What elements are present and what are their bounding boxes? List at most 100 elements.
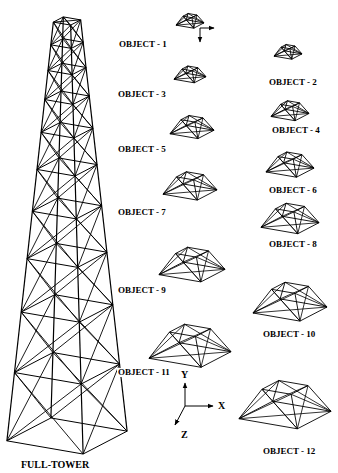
- lattice-member: [37, 169, 75, 176]
- lattice-member: [176, 177, 197, 200]
- lattice-member: [239, 380, 279, 418]
- lattice-member: [60, 63, 62, 91]
- lattice-member: [51, 25, 71, 45]
- lattice-member: [58, 158, 59, 198]
- lattice-member: [253, 313, 300, 321]
- lattice-member: [278, 157, 296, 178]
- lattice-member: [78, 206, 102, 268]
- lattice-member: [239, 389, 262, 418]
- lattice-member: [14, 373, 83, 454]
- lattice-member: [51, 22, 54, 45]
- lattice-member: [81, 305, 113, 384]
- lattice-member: [32, 211, 76, 219]
- lattice-member: [204, 175, 218, 190]
- lattice-member: [253, 289, 272, 313]
- lattice-member: [48, 39, 63, 71]
- lattice-member: [48, 71, 73, 105]
- figure-label: FULL-TOWER: [20, 460, 90, 470]
- lattice-member: [261, 209, 276, 228]
- lattice-member: [183, 175, 204, 184]
- axis-label: Y: [180, 370, 189, 380]
- axis-arrow: [175, 406, 185, 425]
- lattice-member: [271, 289, 299, 321]
- lattice-member: [37, 138, 74, 169]
- lattice-member: [163, 172, 186, 194]
- lattice-member: [203, 118, 214, 130]
- lattice-member: [163, 190, 217, 194]
- lattice-member: [48, 45, 51, 71]
- lattice-member: [7, 418, 51, 441]
- lattice-member: [14, 322, 79, 372]
- lattice-member: [53, 20, 80, 22]
- lattice-member: [7, 441, 83, 454]
- lattice-member: [27, 211, 32, 258]
- object-label: OBJECT - 6: [268, 186, 318, 195]
- lattice-member: [53, 295, 55, 353]
- lattice-member: [41, 132, 75, 176]
- lattice-member: [266, 172, 296, 177]
- axis-arrow: [185, 406, 213, 407]
- lattice-member: [63, 20, 81, 39]
- lattice-member: [21, 295, 55, 312]
- axis-arrow: [200, 28, 201, 42]
- lattice-member: [45, 71, 48, 100]
- lattice-member: [261, 227, 298, 233]
- lattice-member: [45, 100, 74, 138]
- lattice-member: [274, 54, 302, 56]
- lattice-member: [271, 101, 287, 117]
- lattice-member: [45, 75, 72, 100]
- lattice-member: [78, 252, 107, 267]
- object-label: OBJECT - 10: [262, 330, 316, 339]
- lattice-member: [159, 269, 225, 274]
- lattice-member: [59, 158, 102, 206]
- lattice-member: [93, 128, 97, 164]
- lattice-member: [32, 211, 77, 267]
- lattice-member: [59, 123, 60, 159]
- lattice-member: [75, 128, 93, 176]
- lattice-member: [183, 251, 208, 262]
- lattice-member: [32, 158, 59, 211]
- object-label: OBJECT - 8: [268, 240, 318, 249]
- lattice-member: [239, 411, 331, 418]
- lattice-member: [293, 159, 314, 168]
- lattice-member: [45, 100, 73, 105]
- lattice-member: [271, 113, 309, 116]
- lattice-member: [14, 295, 54, 373]
- lattice-member: [70, 25, 72, 48]
- lattice-member: [7, 384, 81, 441]
- lattice-member: [102, 206, 107, 252]
- lattice-member: [159, 254, 176, 275]
- lattice-member: [282, 206, 304, 216]
- lattice-member: [179, 329, 211, 343]
- lattice-member: [279, 380, 331, 411]
- lattice-member: [79, 252, 107, 322]
- lattice-member: [21, 312, 81, 384]
- lattice-member: [149, 352, 231, 359]
- object-label: OBJECT - 7: [117, 208, 167, 217]
- axis-label: X: [217, 401, 226, 411]
- lattice-member: [32, 169, 37, 211]
- object-label: OBJECT - 1: [118, 40, 168, 49]
- lattice-member: [56, 198, 57, 243]
- lattice-members: [7, 13, 331, 454]
- lattice-member: [182, 69, 194, 83]
- lattice-member: [53, 353, 127, 432]
- object-label: OBJECT - 5: [117, 145, 167, 154]
- lattice-member: [76, 165, 97, 219]
- lattice-member: [149, 332, 170, 358]
- lattice-member: [27, 219, 76, 259]
- lattice-member: [183, 16, 194, 28]
- lattice-member: [253, 282, 285, 313]
- lattice-member: [253, 307, 327, 313]
- lattice-member: [195, 337, 200, 368]
- object-label: OBJECT - 9: [117, 286, 167, 295]
- lattice-member: [74, 96, 89, 138]
- lattice-member: [41, 132, 74, 138]
- lattice-member: [195, 337, 231, 352]
- lattice-member: [21, 259, 27, 312]
- lattice-member: [56, 243, 113, 304]
- lattice-member: [262, 389, 291, 394]
- lattice-member: [291, 394, 297, 429]
